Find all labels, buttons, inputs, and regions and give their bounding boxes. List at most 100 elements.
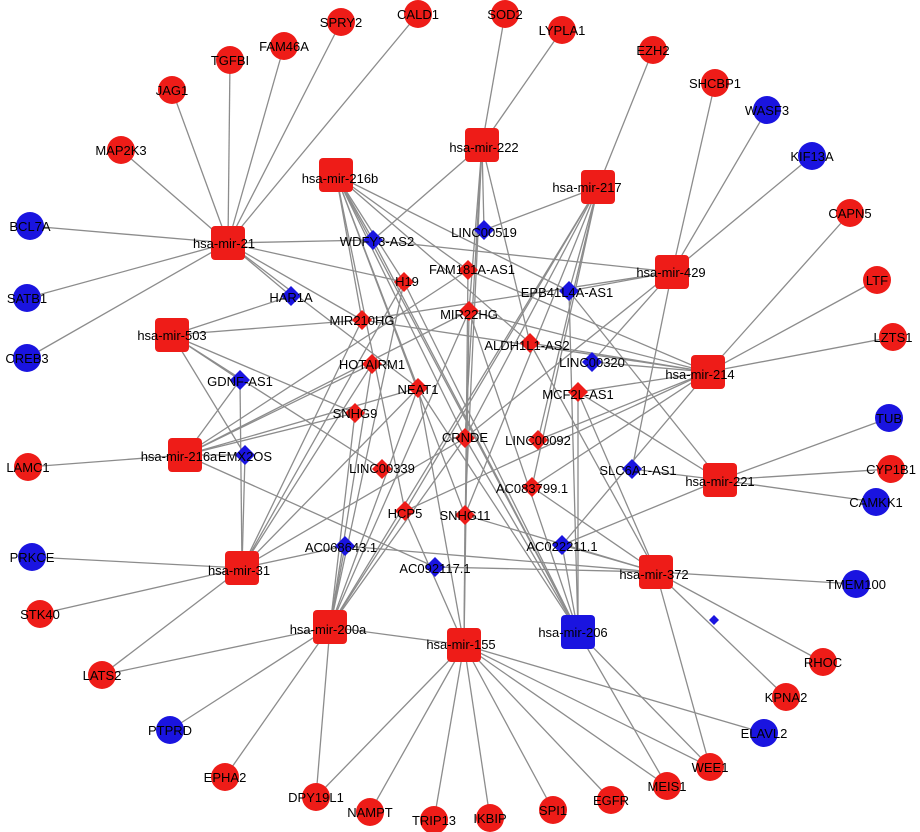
node-mir221[interactable] xyxy=(703,463,737,497)
node-mir22hg[interactable] xyxy=(459,301,479,321)
node-jag1[interactable] xyxy=(158,76,186,104)
node-mir155[interactable] xyxy=(447,628,481,662)
edge-mir217-linc00519 xyxy=(483,186,599,231)
node-tub[interactable] xyxy=(875,404,903,432)
node-map2k3[interactable] xyxy=(107,136,135,164)
node-prkce[interactable] xyxy=(18,543,46,571)
node-elavl2[interactable] xyxy=(750,719,778,747)
edge-mir21-fam46a xyxy=(227,45,285,244)
node-mir217[interactable] xyxy=(581,170,615,204)
node-shcbp1[interactable] xyxy=(701,69,729,97)
node-ac083799[interactable] xyxy=(522,477,542,497)
node-mir222[interactable] xyxy=(465,128,499,162)
node-linc00519[interactable] xyxy=(474,220,494,240)
node-lamc1[interactable] xyxy=(14,453,42,481)
node-mir503[interactable] xyxy=(155,318,189,352)
node-slc6a1as1[interactable] xyxy=(622,459,642,479)
node-epha2[interactable] xyxy=(211,763,239,791)
node-h19[interactable] xyxy=(394,272,414,292)
node-egfr[interactable] xyxy=(597,786,625,814)
node-nampt[interactable] xyxy=(356,798,384,826)
node-emx2os[interactable] xyxy=(235,445,255,465)
node-wee1[interactable] xyxy=(696,753,724,781)
node-ltf[interactable] xyxy=(863,266,891,294)
node-gdnfas1[interactable] xyxy=(230,370,250,390)
edge-mir221-tub xyxy=(719,417,890,481)
node-fam46a[interactable] xyxy=(270,32,298,60)
node-mir210hg[interactable] xyxy=(352,310,372,330)
node-mir216a[interactable] xyxy=(168,438,202,472)
node-mir372[interactable] xyxy=(639,555,673,589)
node-mcf2las1[interactable] xyxy=(568,382,588,402)
label-neat1: NEAT1 xyxy=(398,382,439,397)
node-lzts1[interactable] xyxy=(879,323,907,351)
label-egfr: EGFR xyxy=(593,793,629,808)
node-har1a[interactable] xyxy=(281,286,301,306)
label-linc00339: LINC00339 xyxy=(349,461,415,476)
node-camkk1[interactable] xyxy=(862,488,890,516)
node-snhg9[interactable] xyxy=(345,403,365,423)
node-capn5[interactable] xyxy=(836,199,864,227)
node-dpy19l1[interactable] xyxy=(302,783,330,811)
edge-mir372-tmem100 xyxy=(655,571,857,585)
label-ac068643: AC068643.1 xyxy=(305,540,377,555)
label-wee1: WEE1 xyxy=(692,760,729,775)
node-spi1[interactable] xyxy=(539,796,567,824)
node-mir206[interactable] xyxy=(561,615,595,649)
node-mir200a[interactable] xyxy=(313,610,347,644)
node-satb1[interactable] xyxy=(13,284,41,312)
node-mir429[interactable] xyxy=(655,255,689,289)
node-mir214[interactable] xyxy=(691,355,725,389)
node-ac092117[interactable] xyxy=(425,557,445,577)
node-stk40[interactable] xyxy=(26,600,54,628)
label-tgfbi: TGFBI xyxy=(211,53,249,68)
edge-mir217-mir200a xyxy=(329,186,599,628)
network-edges xyxy=(26,13,894,821)
node-ikbip[interactable] xyxy=(476,804,504,832)
node-epb41l4aas1[interactable] xyxy=(559,281,579,301)
node-lypla1[interactable] xyxy=(548,16,576,44)
label-dpy19l1: DPY19L1 xyxy=(288,790,344,805)
edge-mir216b-crnde xyxy=(335,174,466,439)
node-tiny[interactable] xyxy=(709,615,719,625)
node-linc00339[interactable] xyxy=(372,459,392,479)
node-mir31[interactable] xyxy=(225,551,259,585)
node-creb3[interactable] xyxy=(13,344,41,372)
node-hcp5[interactable] xyxy=(395,501,415,521)
node-linc00092[interactable] xyxy=(528,430,548,450)
node-fam181aas1[interactable] xyxy=(458,260,478,280)
node-tgfbi[interactable] xyxy=(216,46,244,74)
node-ac022211[interactable] xyxy=(552,535,572,555)
node-kif13a[interactable] xyxy=(798,142,826,170)
edge-mir216b-h19 xyxy=(335,174,405,283)
node-wdfy3as2[interactable] xyxy=(363,230,383,250)
label-hcp5: HCP5 xyxy=(388,506,423,521)
node-trip13[interactable] xyxy=(420,806,448,832)
node-spry2[interactable] xyxy=(327,8,355,36)
node-sod2[interactable] xyxy=(491,0,519,28)
node-cald1[interactable] xyxy=(404,0,432,28)
node-hotairm1[interactable] xyxy=(362,354,382,374)
node-linc00320[interactable] xyxy=(582,352,602,372)
edge-mir221-ac022211 xyxy=(561,479,721,546)
node-bcl7a[interactable] xyxy=(16,212,44,240)
node-wasf3[interactable] xyxy=(753,96,781,124)
node-aldh1l1as2[interactable] xyxy=(520,333,540,353)
node-crnde[interactable] xyxy=(455,428,475,448)
node-mir21[interactable] xyxy=(211,226,245,260)
node-mir216b[interactable] xyxy=(319,158,353,192)
node-rhoc[interactable] xyxy=(809,648,837,676)
node-kpna2[interactable] xyxy=(772,683,800,711)
node-ac068643[interactable] xyxy=(335,536,355,556)
node-tmem100[interactable] xyxy=(842,570,870,598)
label-ikbip: IKBIP xyxy=(473,811,506,826)
node-lats2[interactable] xyxy=(88,661,116,689)
node-ezh2[interactable] xyxy=(639,36,667,64)
node-ptprd[interactable] xyxy=(156,716,184,744)
label-crnde: CRNDE xyxy=(442,430,489,445)
node-snhg11[interactable] xyxy=(455,505,475,525)
edge-mir155-fam181aas1 xyxy=(463,269,469,646)
node-neat1[interactable] xyxy=(408,378,428,398)
node-meis1[interactable] xyxy=(653,772,681,800)
node-cyp1b1[interactable] xyxy=(877,455,905,483)
